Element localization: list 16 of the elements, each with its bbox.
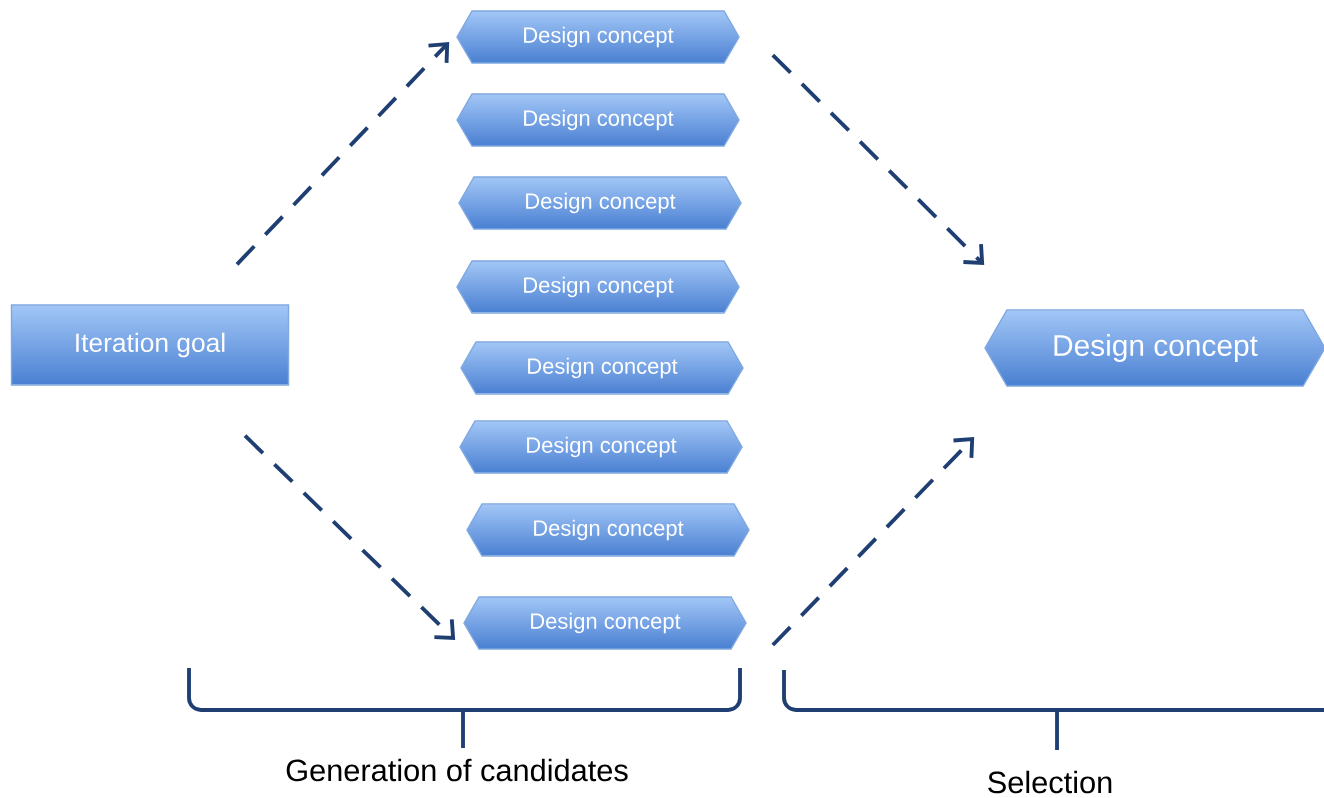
- hexagon-box: Design concept: [456, 93, 740, 147]
- arrow: [235, 42, 450, 266]
- hexagon-box: Design concept: [984, 309, 1324, 387]
- hexagon-box: Design concept: [459, 420, 743, 474]
- arrow: [771, 53, 985, 265]
- hexagon-box: Design concept: [463, 596, 747, 650]
- process-box: Iteration goal: [10, 304, 290, 386]
- arrow: [243, 434, 456, 640]
- caption: Generation of candidates: [286, 758, 628, 782]
- hexagon-box: Design concept: [458, 176, 742, 230]
- hexagon-box: Design concept: [466, 503, 750, 557]
- hexagon-box: Design concept: [456, 260, 740, 314]
- caption: Selection: [988, 770, 1112, 794]
- arrow: [771, 437, 975, 647]
- hexagon-box: Design concept: [460, 341, 744, 395]
- hexagon-box: Design concept: [456, 10, 740, 64]
